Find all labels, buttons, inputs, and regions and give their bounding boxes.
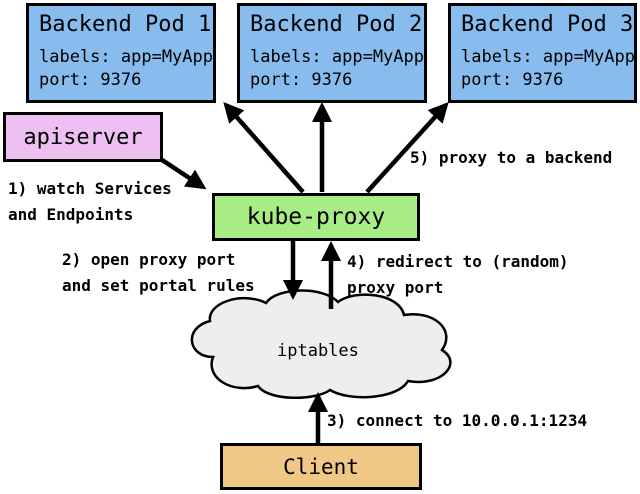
annotation-step3: 3) connect to 10.0.0.1:1234 — [327, 411, 588, 430]
iptables-cloud-shape — [190, 289, 452, 399]
kube-proxy-box: kube-proxy — [212, 193, 420, 241]
arrow-kube-proxy-to-pod1 — [223, 101, 305, 194]
annotation-step2: 2) open proxy port and set portal rules — [62, 250, 255, 295]
annotation-step5: 5) proxy to a backend — [410, 148, 613, 167]
client-label: Client — [283, 454, 359, 479]
backend-pod-1-title: Backend Pod 1 — [39, 12, 212, 37]
iptables-label: iptables — [277, 341, 359, 361]
apiserver-box: apiserver — [3, 112, 163, 162]
apiserver-label: apiserver — [23, 124, 143, 150]
kube-proxy-label: kube-proxy — [246, 204, 386, 230]
backend-pod-2-title: Backend Pod 2 — [250, 12, 423, 37]
backend-pod-1-labels: labels: app=MyApp — [39, 47, 213, 67]
annotation-step1: 1) watch Services and Endpoints — [8, 179, 172, 224]
backend-pod-3-box: Backend Pod 3 labels: app=MyApp port: 93… — [448, 3, 637, 103]
backend-pod-3-labels: labels: app=MyApp — [461, 47, 635, 67]
arrow-kube-proxy-to-pod3 — [365, 102, 449, 194]
backend-pod-3-title: Backend Pod 3 — [461, 12, 634, 37]
client-box: Client — [220, 443, 422, 490]
backend-pod-1-port: port: 9376 — [39, 70, 142, 90]
arrow-apiserver-to-kube-proxy — [154, 154, 207, 190]
backend-pod-3-port: port: 9376 — [461, 70, 564, 90]
annotation-step4: 4) redirect to (random) proxy port — [347, 252, 569, 297]
backend-pod-2-labels: labels: app=MyApp — [250, 47, 424, 67]
backend-pod-2-port: port: 9376 — [250, 70, 353, 90]
backend-pod-1-box: Backend Pod 1 labels: app=MyApp port: 93… — [26, 3, 216, 103]
backend-pod-2-box: Backend Pod 2 labels: app=MyApp port: 93… — [237, 3, 427, 103]
